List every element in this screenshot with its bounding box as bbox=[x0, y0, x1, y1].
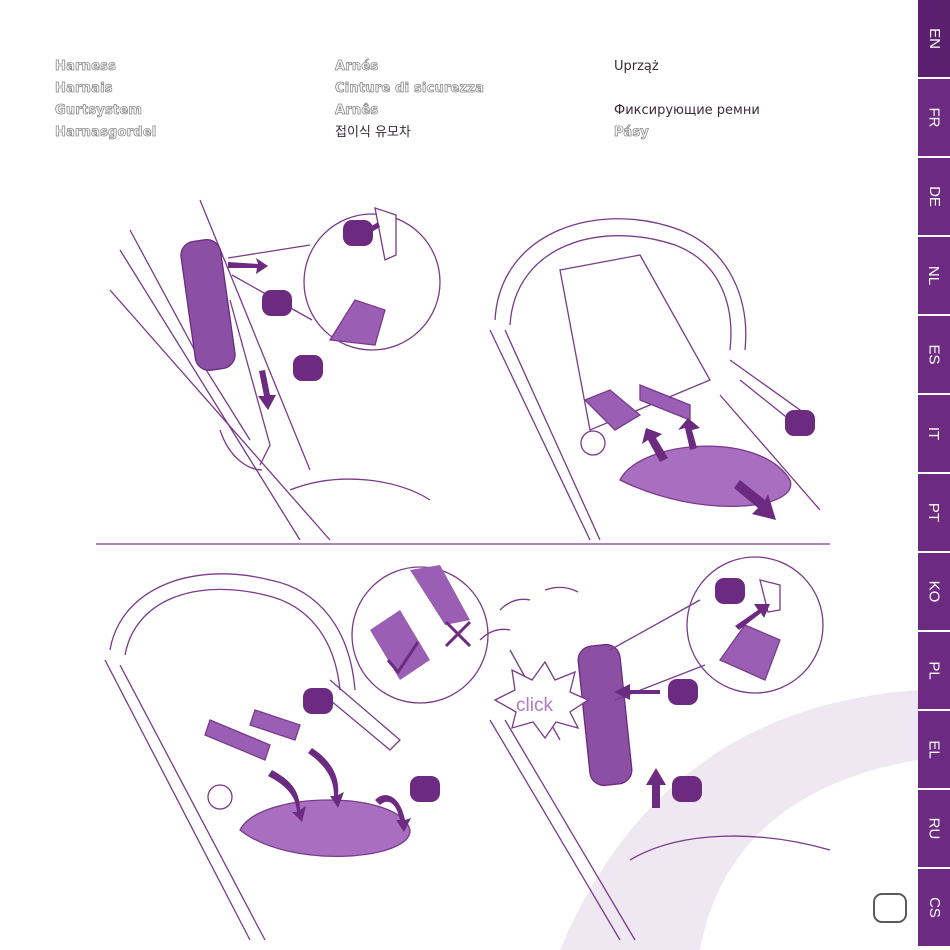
panel-2 bbox=[490, 219, 820, 540]
tab-ko[interactable]: KO bbox=[918, 553, 950, 630]
tab-de[interactable]: DE bbox=[918, 158, 950, 235]
panel-3 bbox=[105, 565, 488, 940]
tab-pl[interactable]: PL bbox=[918, 632, 950, 709]
tab-en[interactable]: EN bbox=[918, 0, 950, 77]
tab-ru[interactable]: RU bbox=[918, 790, 950, 867]
click-label: click bbox=[516, 695, 553, 716]
panel-1 bbox=[110, 200, 440, 540]
page-number-box bbox=[873, 893, 907, 923]
tab-pt[interactable]: PT bbox=[918, 474, 950, 551]
tab-it[interactable]: IT bbox=[918, 395, 950, 472]
tab-el[interactable]: EL bbox=[918, 711, 950, 788]
tab-cs[interactable]: CS bbox=[918, 869, 950, 946]
tab-fr[interactable]: FR bbox=[918, 79, 950, 156]
tab-es[interactable]: ES bbox=[918, 316, 950, 393]
language-tabs: EN FR DE NL ES IT PT KO PL EL RU CS bbox=[918, 0, 950, 950]
tab-nl[interactable]: NL bbox=[918, 237, 950, 314]
